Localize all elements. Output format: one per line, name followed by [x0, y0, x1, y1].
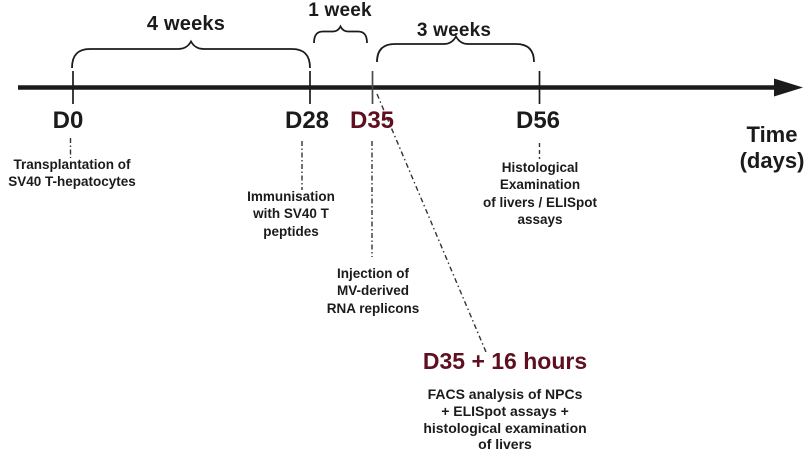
- brace-4-weeks: [71, 39, 311, 69]
- offshoot-label-d35-16h: D35 + 16 hours: [422, 348, 588, 374]
- axis-caption: Time (days): [740, 122, 805, 175]
- interval-label-4-weeks: 4 weeks: [146, 13, 226, 35]
- axis-arrowhead-icon: [774, 78, 803, 97]
- axis-caption-line1: Time: [746, 122, 798, 147]
- brace-1-week: [313, 24, 368, 44]
- interval-label-3-weeks: 3 weeks: [416, 20, 492, 41]
- timepoint-label-d28: D28: [284, 107, 330, 134]
- connector-diagonal-d35-16h: [376, 93, 487, 353]
- annotation-d28: Immunisation with SV40 T peptides: [247, 189, 335, 239]
- offshoot-annotation: FACS analysis of NPCs + ELISpot assays +…: [423, 386, 587, 453]
- axis-caption-line2: (days): [739, 148, 805, 174]
- annotation-d0: Transplantation of SV40 T-hepatocytes: [8, 157, 136, 190]
- annotation-d35: Injection of MV-derived RNA replicons: [326, 266, 420, 316]
- annotation-d56: Histological Examination of livers / ELI…: [482, 160, 598, 228]
- interval-label-1-week: 1 week: [308, 0, 372, 21]
- timepoint-label-d0: D0: [52, 107, 84, 134]
- brace-3-weeks: [376, 34, 535, 63]
- timepoint-label-d56: D56: [515, 107, 561, 134]
- timepoint-label-d35: D35: [349, 107, 395, 134]
